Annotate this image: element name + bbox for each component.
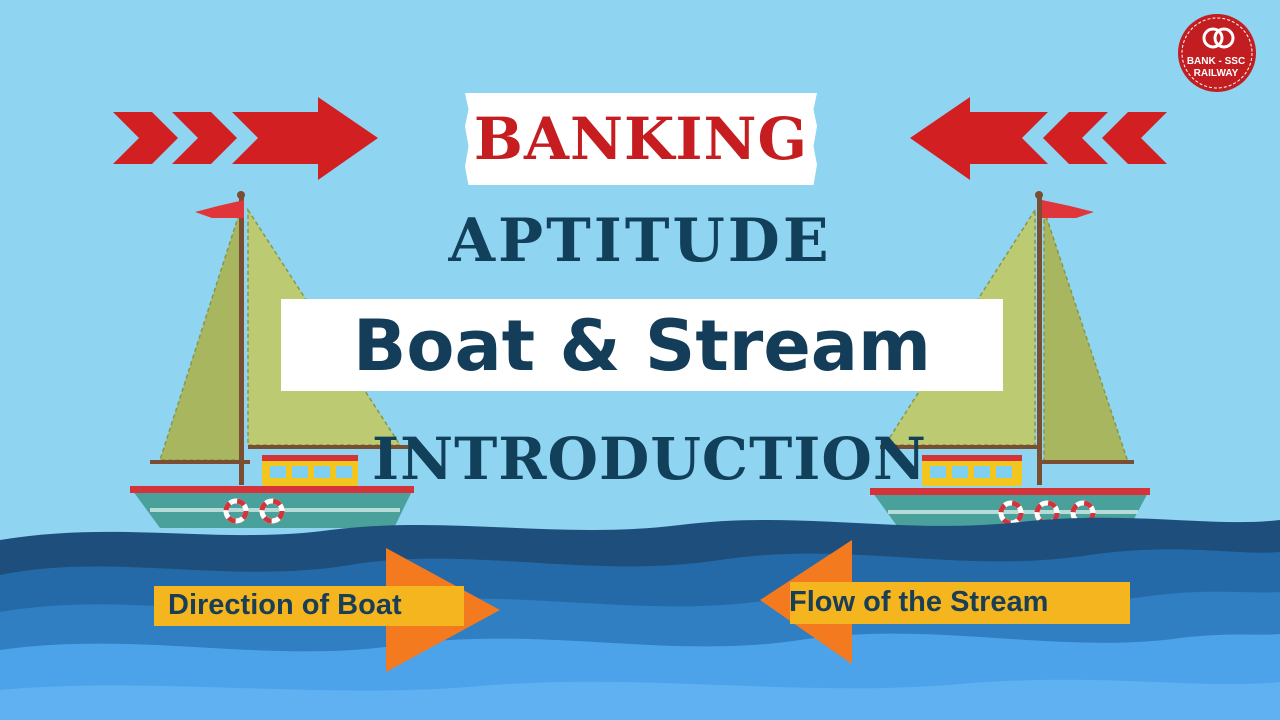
banking-title-box: BANKING xyxy=(465,93,817,185)
red-chevron-arrow-right-icon xyxy=(113,97,378,180)
direction-of-boat-label: Direction of Boat xyxy=(168,589,402,621)
logo-line1: BANK - SSC xyxy=(1186,56,1246,67)
flow-of-stream-label: Flow of the Stream xyxy=(789,586,1049,618)
topic-title-box: Boat & Stream xyxy=(281,299,1003,391)
red-chevron-arrow-left-icon xyxy=(910,97,1167,180)
orange-arrow-left-icon xyxy=(760,540,1130,664)
introduction-title: INTRODUCTION xyxy=(372,425,927,493)
topic-title: Boat & Stream xyxy=(353,305,931,387)
logo-line2: RAILWAY xyxy=(1193,68,1239,79)
banking-title: BANKING xyxy=(473,105,809,173)
brand-logo-icon xyxy=(1178,14,1256,92)
orange-arrow-right-icon xyxy=(154,548,500,672)
aptitude-title: APTITUDE xyxy=(448,206,832,276)
